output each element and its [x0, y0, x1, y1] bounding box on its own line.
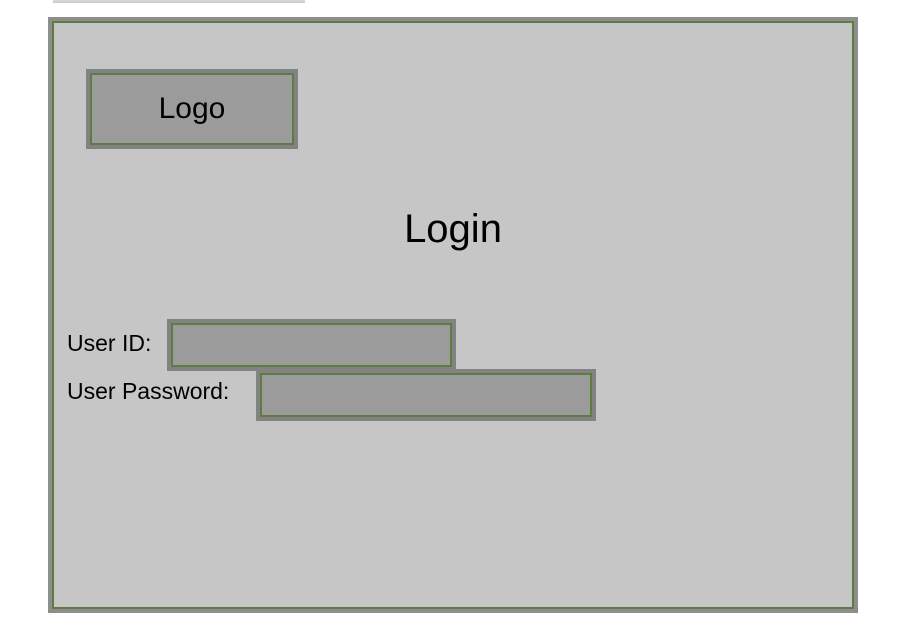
user-id-input[interactable] — [167, 319, 456, 371]
user-password-label: User Password: — [67, 378, 230, 404]
logo: Logo — [86, 69, 298, 149]
user-password-input[interactable] — [256, 369, 596, 421]
login-panel: Logo Login User ID: User Password: — [52, 21, 854, 609]
logo-label: Logo — [90, 73, 294, 145]
login-frame: Logo Login User ID: User Password: — [48, 17, 858, 613]
page-title: Login — [404, 207, 502, 251]
user-id-input-field[interactable] — [171, 323, 452, 367]
top-strip — [53, 0, 305, 3]
user-id-label: User ID: — [67, 330, 152, 356]
user-password-input-field[interactable] — [260, 373, 592, 417]
